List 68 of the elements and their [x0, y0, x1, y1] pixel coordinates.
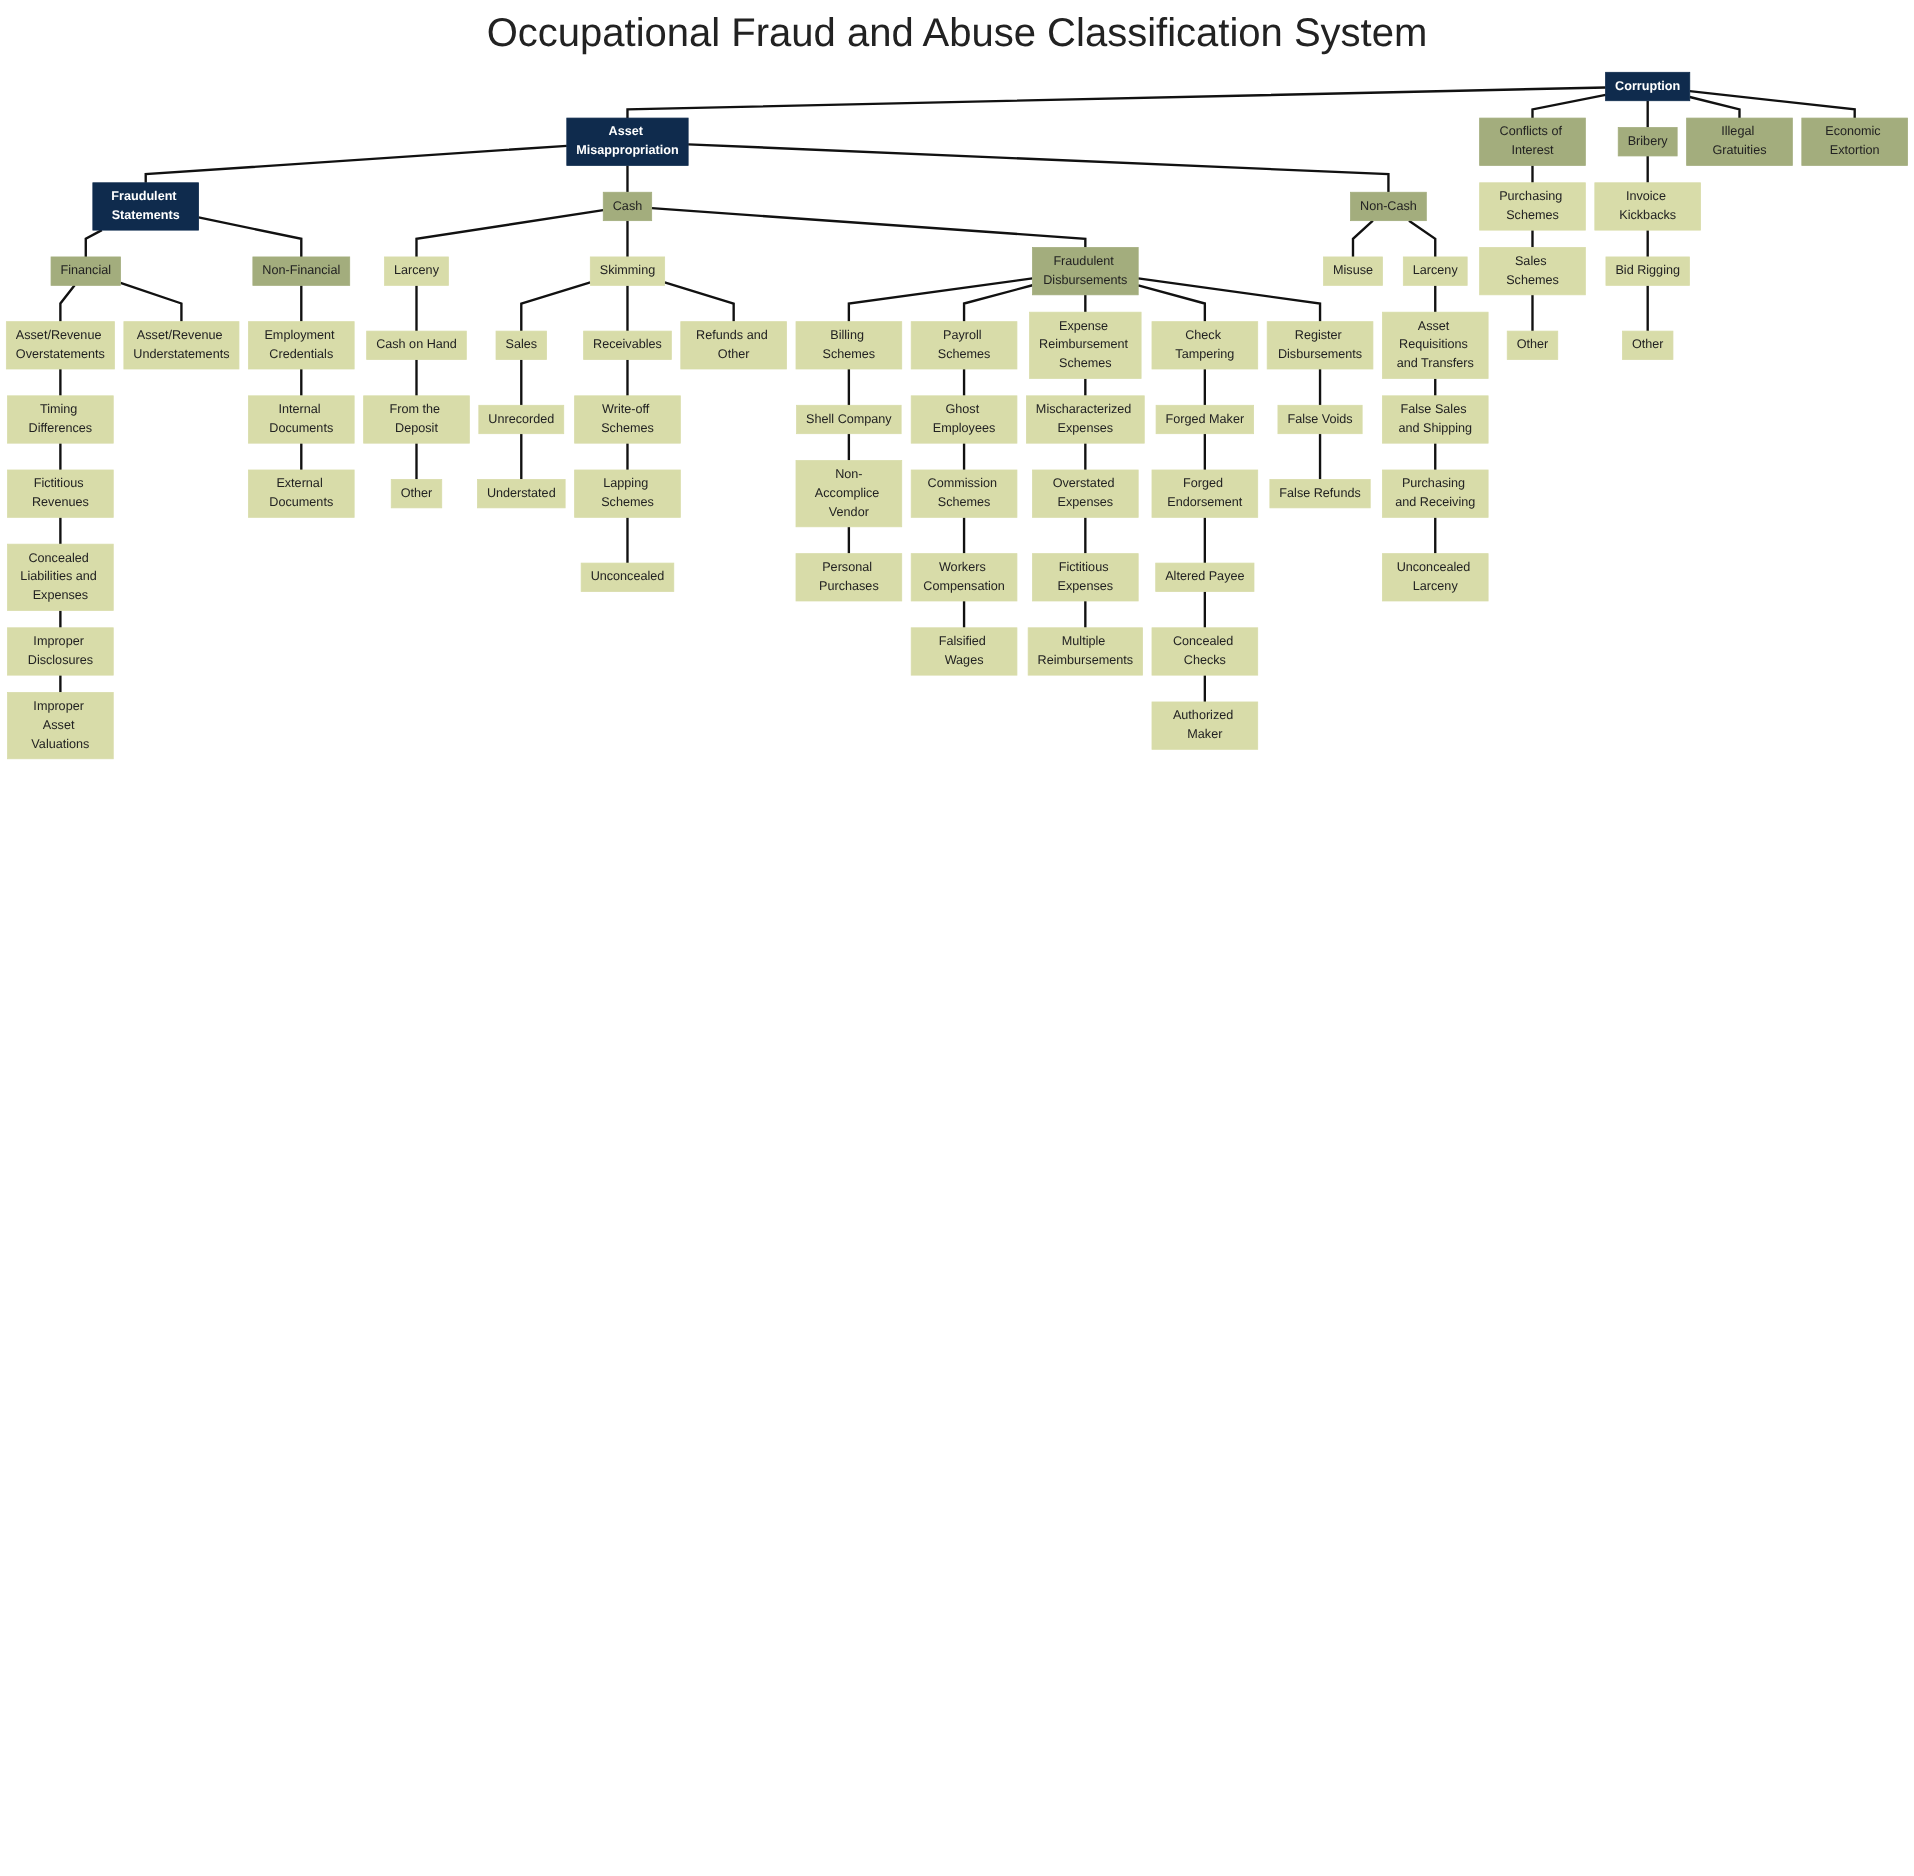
connector	[626, 517, 629, 564]
connector	[1434, 517, 1437, 554]
connector	[847, 369, 851, 406]
connector	[1203, 433, 1207, 470]
connector	[1318, 369, 1322, 406]
connector	[664, 281, 735, 322]
connector	[1408, 219, 1437, 257]
connector	[1084, 294, 1087, 313]
connector	[1137, 284, 1207, 322]
connector	[688, 143, 1390, 193]
connector	[1203, 675, 1207, 702]
connector	[847, 277, 1033, 322]
connector	[1434, 285, 1437, 313]
connector	[651, 206, 1087, 248]
connector	[1351, 219, 1374, 257]
connector	[59, 675, 62, 693]
connector	[1084, 600, 1087, 628]
connector	[1434, 443, 1437, 470]
connector	[415, 443, 418, 480]
connector	[1646, 155, 1649, 183]
connector	[962, 443, 966, 470]
connector	[626, 359, 629, 396]
connector	[962, 284, 1033, 322]
connector	[1531, 165, 1534, 183]
connector	[120, 281, 183, 322]
connector	[1203, 369, 1207, 406]
connector	[1203, 517, 1207, 564]
connector	[1689, 95, 1741, 119]
connector	[626, 86, 1606, 119]
connector	[144, 144, 567, 183]
connector	[847, 433, 851, 461]
connector	[626, 165, 629, 193]
connector	[415, 359, 418, 396]
connector	[626, 220, 629, 257]
connector	[962, 517, 966, 554]
connector	[1084, 517, 1087, 554]
connector	[59, 369, 62, 396]
connector	[300, 285, 303, 322]
connector	[520, 281, 591, 332]
connector	[1084, 443, 1087, 470]
connector	[300, 369, 303, 396]
connector	[962, 600, 966, 628]
connector	[520, 433, 523, 480]
connector	[626, 443, 629, 470]
connector	[59, 610, 62, 628]
connector	[962, 369, 966, 396]
connector	[520, 359, 523, 406]
connector	[847, 526, 851, 554]
connector	[59, 517, 62, 545]
connector	[1646, 285, 1649, 332]
connector	[1138, 277, 1322, 322]
connector	[415, 285, 418, 332]
connector	[1531, 93, 1606, 119]
connector	[59, 284, 76, 322]
connector	[59, 443, 62, 470]
connector	[1531, 230, 1534, 248]
connector	[1084, 378, 1087, 396]
connector	[300, 443, 303, 470]
connector	[1646, 230, 1649, 257]
connector	[1689, 90, 1856, 119]
connector	[1203, 591, 1207, 628]
connector	[198, 216, 303, 257]
diagram-title: Occupational Fraud and Abuse Classification System	[484, 12, 1430, 58]
connector	[626, 285, 629, 332]
connector	[1318, 433, 1322, 480]
connector	[415, 209, 604, 257]
connector	[1646, 100, 1649, 128]
connector	[1531, 294, 1534, 332]
